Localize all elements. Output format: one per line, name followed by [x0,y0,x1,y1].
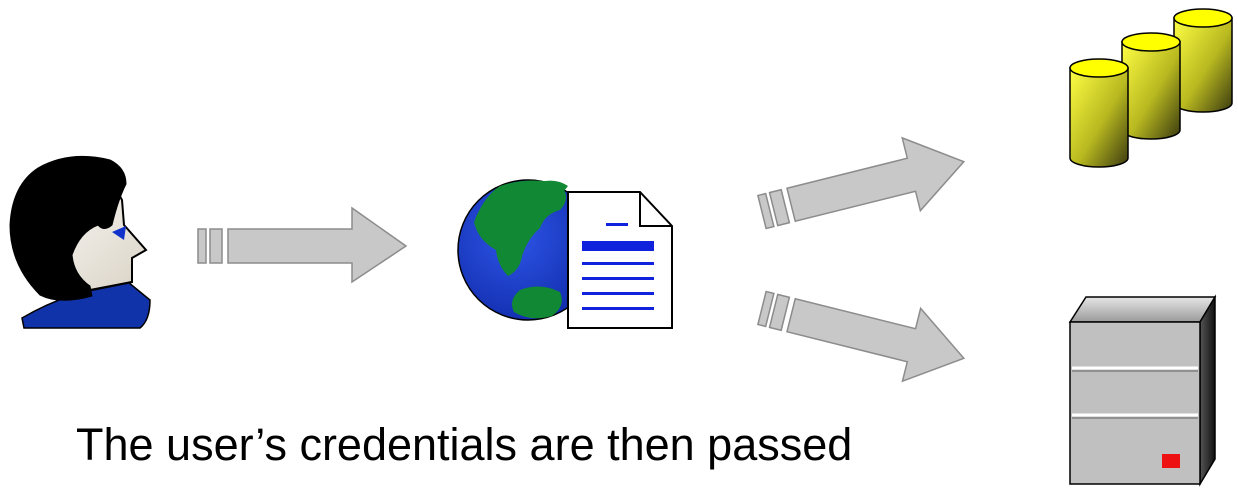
flow-arrow-web-to-database [753,125,973,248]
diagram-caption: The user’s credentials are then passed [76,419,976,471]
user-head-icon [10,156,150,328]
flow-arrow-web-to-server [753,271,973,394]
database-cylinder-front [1070,59,1128,167]
server-tower-icon [1070,297,1215,484]
server-led [1162,454,1180,468]
database-cylinders-icon [1070,9,1232,167]
globe-document-icon [458,180,672,328]
flow-arrow-user-to-web [198,208,406,282]
database-cylinder-middle [1122,33,1180,139]
database-cylinder-back [1174,9,1232,112]
